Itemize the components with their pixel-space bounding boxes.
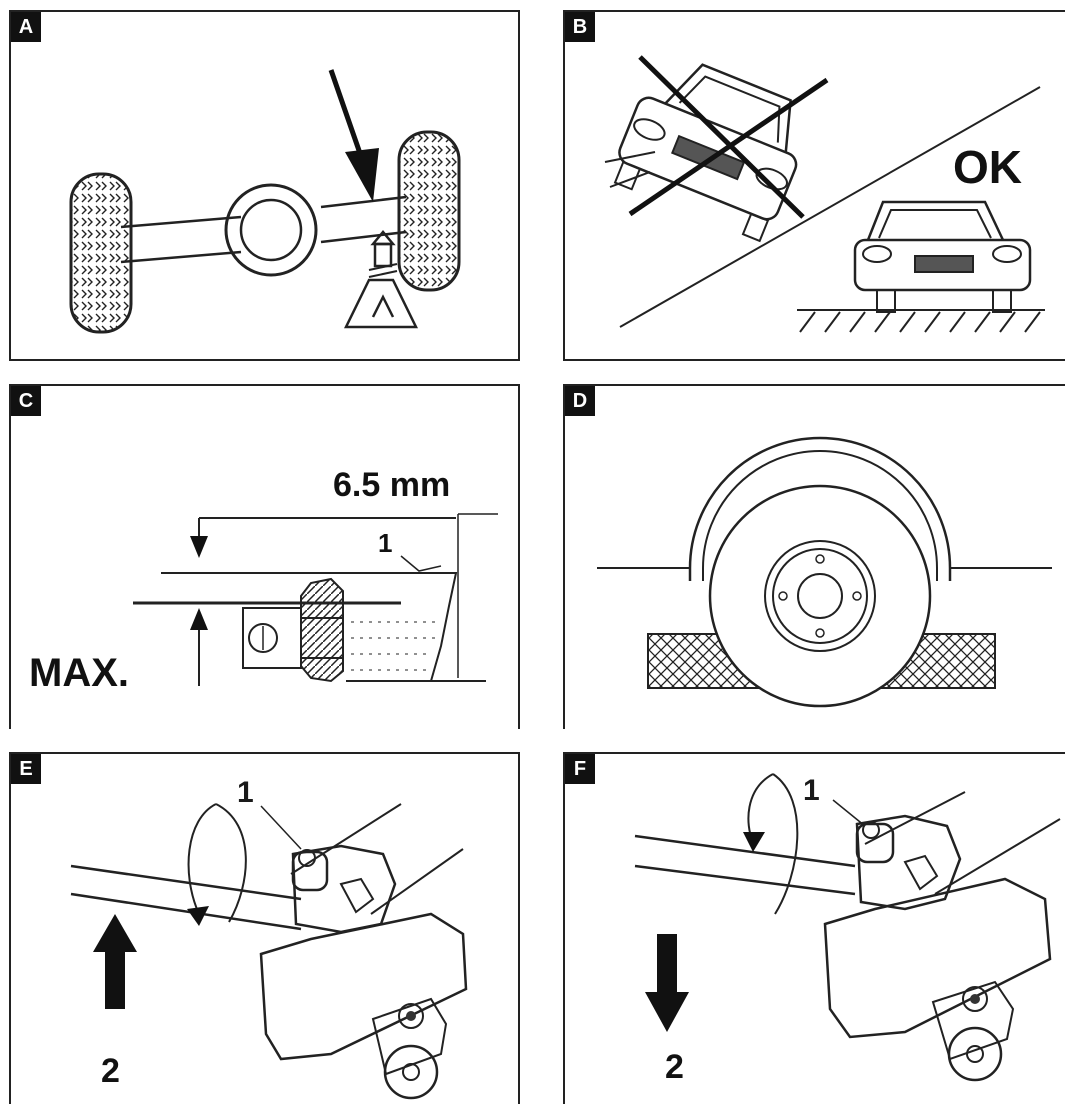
panel-letter-b: B bbox=[565, 12, 595, 42]
callout-2-label: 2 bbox=[101, 1052, 120, 1090]
ok-label: OK bbox=[953, 141, 1022, 193]
panel-letter-a: A bbox=[11, 12, 41, 42]
car-on-level-ground-illustration bbox=[604, 55, 1045, 333]
panel-letter-f: F bbox=[565, 754, 595, 784]
panel-f: F 1 2 bbox=[563, 752, 1065, 1104]
tighten-lift-illustration bbox=[70, 803, 468, 1100]
panel-b: B OK bbox=[563, 10, 1065, 361]
panel-letter-c: C bbox=[11, 386, 41, 416]
callout-1-label: 1 bbox=[237, 776, 254, 809]
panel-letter-d: D bbox=[565, 386, 595, 416]
panel-d: D bbox=[563, 384, 1065, 729]
bolt-max-extension-illustration bbox=[133, 513, 498, 686]
loosen-lower-illustration bbox=[634, 773, 1061, 1082]
panel-c: C bbox=[9, 384, 520, 729]
panel-e: E 1 2 bbox=[9, 752, 520, 1104]
callout-2-label: 2 bbox=[665, 1048, 684, 1086]
panel-a: A bbox=[9, 10, 520, 361]
callout-1-label: 1 bbox=[378, 528, 393, 558]
wheel-chocked-illustration bbox=[597, 436, 1052, 708]
max-label: MAX. bbox=[29, 651, 129, 695]
axle-on-jack-stand-illustration bbox=[69, 69, 461, 334]
dimension-label: 6.5 mm bbox=[333, 466, 451, 504]
callout-1-label: 1 bbox=[803, 774, 820, 807]
panel-letter-e: E bbox=[11, 754, 41, 784]
